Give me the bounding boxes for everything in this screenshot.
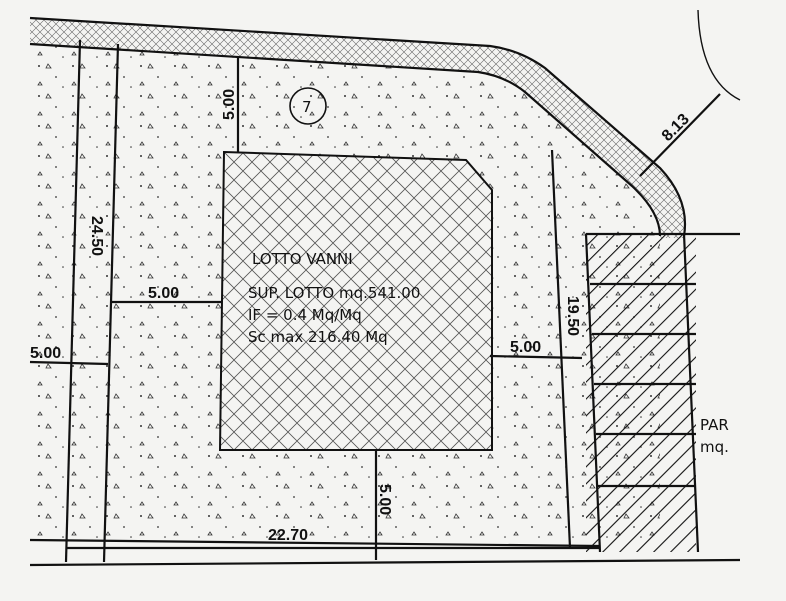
dim-depth-right: 19.50 xyxy=(564,296,581,336)
road-edge-line xyxy=(29,16,686,237)
lot-name: LOTTO VANNI xyxy=(252,250,353,268)
lot-surface: SUP. LOTTO mq.541.00 xyxy=(248,284,420,302)
lot-number-circle xyxy=(289,87,327,125)
dimension-lines xyxy=(29,39,721,563)
dim-setback-bottom: 5.00 xyxy=(376,484,393,515)
dim-setback-right: 5.00 xyxy=(510,339,541,356)
bottom-boundary xyxy=(29,558,741,567)
dim-depth-left: 24.50 xyxy=(88,216,105,256)
road-curve xyxy=(697,9,741,101)
lot-rear-boundary xyxy=(29,538,601,548)
adjacent-label-1: PAR xyxy=(700,416,729,434)
lot-index: IF = 0.4 Mq/Mq xyxy=(248,306,362,324)
dim-setback-left: 5.00 xyxy=(148,285,179,302)
adjacent-label-2: mq. xyxy=(700,438,729,456)
building-footprint xyxy=(218,150,493,451)
dim-setback-left-outer: 5.00 xyxy=(30,345,61,362)
lot-number: 7 xyxy=(302,98,312,116)
lot-front-boundary xyxy=(29,42,662,237)
parking-stalls xyxy=(584,232,740,553)
parking-hatch xyxy=(586,234,696,552)
dim-setback-top: 5.00 xyxy=(221,89,238,120)
dim-width-bottom: 22.70 xyxy=(268,527,308,544)
lot-coverage: Sc max 216.40 Mq xyxy=(248,328,388,346)
